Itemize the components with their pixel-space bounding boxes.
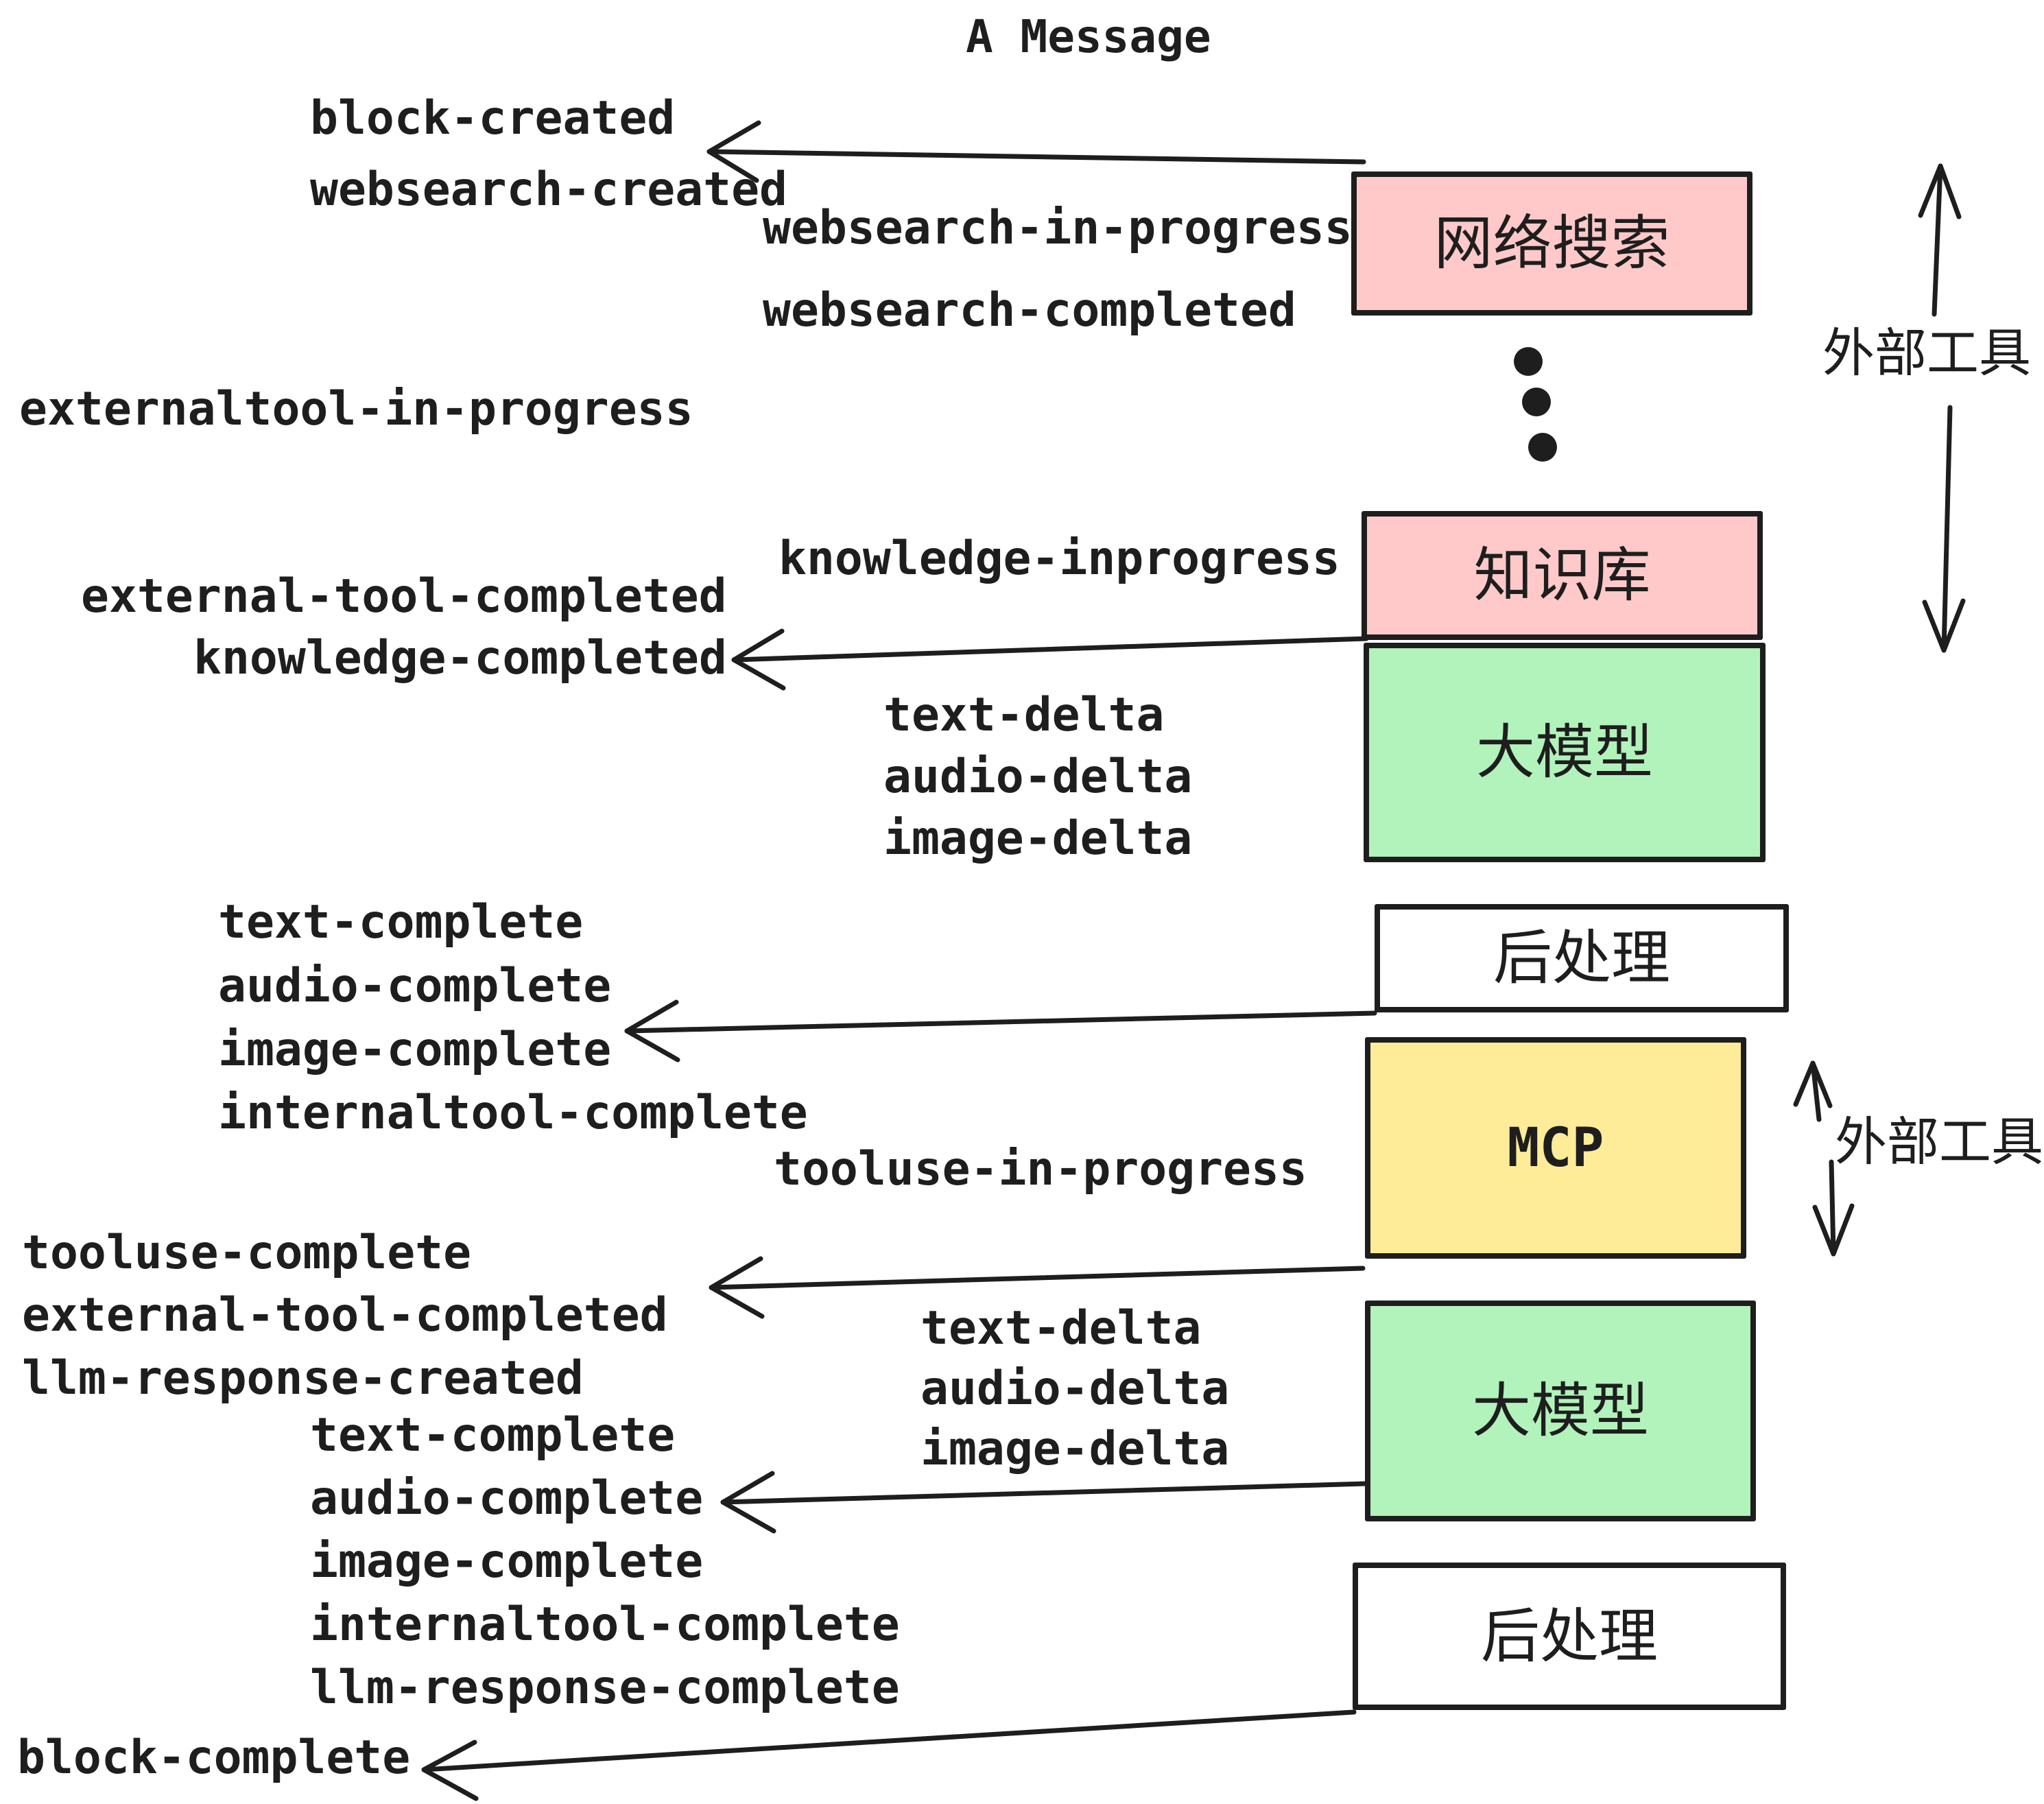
event-externaltool-in-progress: externaltool-in-progress (19, 382, 693, 436)
event-websearch-completed: websearch-completed (763, 283, 1296, 337)
event-image-delta-2: image-delta (920, 1422, 1230, 1476)
event-tooluse-complete: tooluse-complete (22, 1226, 472, 1280)
event-websearch-in-progress: websearch-in-progress (763, 201, 1353, 255)
event-text-delta: text-delta (883, 688, 1165, 742)
arrow-llm-complete (720, 1471, 1368, 1534)
external-tools-label-mid: 外部工具 (1835, 1113, 2043, 1172)
event-tooluse-in-progress: tooluse-in-progress (774, 1142, 1307, 1196)
arrow-websearch-created (706, 120, 1366, 183)
diagram-title: A Message (966, 10, 1211, 63)
node-llm-1-label: 大模型 (1476, 720, 1653, 785)
event-knowledge-inprogress: knowledge-inprogress (779, 532, 1340, 586)
event-image-complete-2: image-complete (310, 1534, 704, 1589)
event-knowledge-completed: knowledge-completed (193, 631, 727, 685)
node-llm-2-label: 大模型 (1472, 1378, 1649, 1444)
node-knowledge-label: 知识库 (1473, 543, 1651, 608)
ellipsis-dots (1514, 347, 1557, 462)
event-audio-complete-2: audio-complete (310, 1471, 704, 1526)
event-external-tool-completed-2: external-tool-completed (22, 1288, 668, 1342)
arrow-knowledge-completed (731, 628, 1369, 691)
event-llm-response-created: llm-response-created (22, 1351, 584, 1405)
node-mcp-label: MCP (1507, 1117, 1604, 1179)
event-block-created: block-created (310, 91, 676, 145)
node-llm-2: 大模型 (1365, 1301, 1756, 1521)
event-internaltool-complete: internaltool-complete (218, 1086, 808, 1140)
node-knowledge: 知识库 (1362, 511, 1763, 640)
arrow-block-complete (421, 1709, 1357, 1801)
event-image-delta: image-delta (883, 811, 1193, 866)
event-internaltool-complete-2: internaltool-complete (310, 1598, 900, 1652)
external-tools-down-arrow (1922, 405, 1966, 653)
event-audio-delta: audio-delta (883, 750, 1193, 804)
external-tools-up-arrow (1918, 163, 1962, 317)
node-postprocess-1-label: 后处理 (1493, 925, 1670, 991)
node-websearch-label: 网络搜索 (1434, 211, 1670, 276)
node-websearch: 网络搜索 (1351, 171, 1752, 316)
event-text-complete: text-complete (218, 895, 584, 949)
event-llm-response-complete: llm-response-complete (310, 1661, 900, 1715)
arrow-tooluse-complete (709, 1256, 1366, 1319)
node-mcp: MCP (1365, 1037, 1746, 1259)
node-postprocess-2-label: 后处理 (1481, 1603, 1658, 1670)
arrow-internal-complete (624, 999, 1377, 1063)
event-external-tool-completed: external-tool-completed (81, 569, 727, 624)
mcp-down-arrow (1812, 1159, 1855, 1257)
event-block-complete: block-complete (17, 1731, 411, 1785)
event-image-complete: image-complete (218, 1023, 612, 1077)
mcp-up-arrow (1793, 1060, 1833, 1122)
node-postprocess-2: 后处理 (1353, 1563, 1786, 1710)
event-websearch-created: websearch-created (310, 163, 787, 217)
event-text-delta-2: text-delta (920, 1301, 1202, 1355)
event-text-complete-2: text-complete (310, 1408, 676, 1462)
node-llm-1: 大模型 (1364, 643, 1766, 862)
event-audio-delta-2: audio-delta (920, 1362, 1230, 1416)
external-tools-label-top: 外部工具 (1822, 324, 2031, 383)
node-postprocess-1: 后处理 (1375, 904, 1789, 1012)
event-audio-complete: audio-complete (218, 959, 612, 1013)
